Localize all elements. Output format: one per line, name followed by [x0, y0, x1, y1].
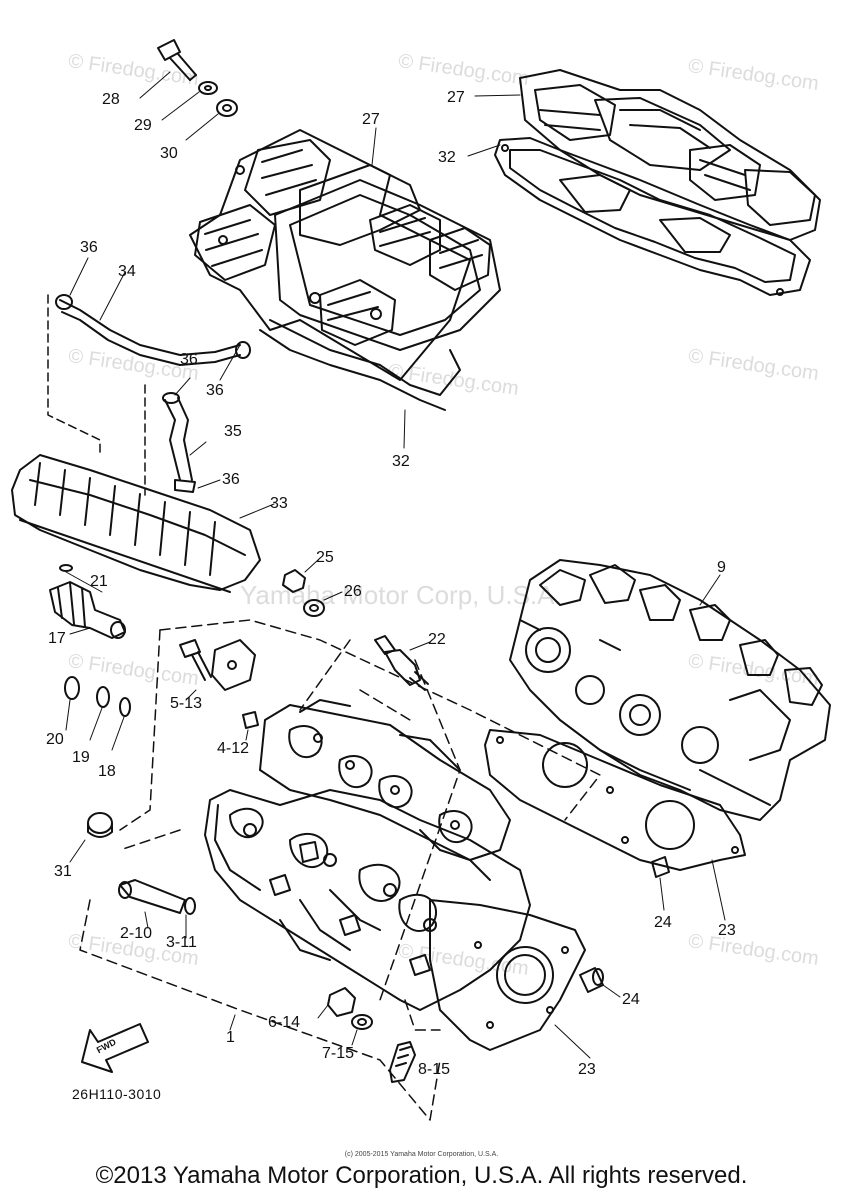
part-label-35: 35 — [224, 423, 242, 440]
o-ring-18 — [119, 697, 131, 717]
exploded-view-drawing — [11, 39, 831, 1121]
cylinder-head-cover-left — [189, 129, 501, 411]
plug-6-14 — [327, 987, 356, 1017]
washer-30 — [216, 99, 238, 117]
part-label-33: 33 — [270, 495, 288, 512]
part-label-17: 17 — [48, 630, 66, 647]
head-cover-gasket-right — [494, 137, 811, 296]
part-label-24: 24 — [622, 991, 640, 1008]
part-label-19: 19 — [72, 749, 90, 766]
fwd-arrow-icon — [81, 1023, 149, 1073]
breather-cover-33 — [11, 454, 261, 593]
breather-hose-34 — [55, 294, 251, 366]
drawing-code: 26H110-3010 — [72, 1086, 162, 1102]
part-label-22: 22 — [428, 631, 446, 648]
valve-guide-2-10 — [118, 879, 186, 914]
part-label-36: 36 — [180, 351, 198, 368]
part-label-24: 24 — [654, 914, 672, 931]
cylinder-head-rear — [259, 699, 511, 861]
part-label-25: 25 — [316, 549, 334, 566]
part-label-21: 21 — [90, 573, 108, 590]
plug-31 — [87, 812, 113, 838]
clip-3-11 — [184, 897, 196, 915]
part-label-32: 32 — [438, 149, 456, 166]
part-label-9: 9 — [717, 559, 726, 576]
washer-26 — [303, 599, 325, 617]
watermark-yamaha: Yamaha Motor Corp, U.S.A. — [240, 580, 562, 610]
part-label-1: 1 — [226, 1029, 235, 1046]
cylinder-head-cover-right — [519, 69, 821, 241]
breather-hose-35 — [162, 392, 196, 493]
small-copyright: (c) 2005-2015 Yamaha Motor Corporation, … — [344, 1151, 499, 1158]
dowel-pin-24b — [579, 967, 604, 993]
spark-plug-22 — [374, 635, 429, 691]
part-label-5-13: 5-13 — [170, 695, 203, 712]
o-ring-20 — [64, 676, 80, 700]
part-label-36: 36 — [206, 382, 224, 399]
cam-cap — [211, 639, 256, 691]
part-label-26: 26 — [344, 583, 362, 600]
plug-17 — [49, 581, 126, 639]
copyright-footer: ©2013 Yamaha Motor Corporation, U.S.A. A… — [95, 1162, 748, 1189]
head-flange — [429, 899, 586, 1051]
part-label-7-15: 7-15 — [322, 1045, 355, 1062]
gasket-7-15 — [351, 1014, 373, 1030]
cylinder-head-front — [204, 789, 531, 1011]
dowel-4-12 — [242, 711, 259, 729]
part-label-27: 27 — [362, 111, 380, 128]
part-label-2-10: 2-10 — [120, 925, 153, 942]
part-label-31: 31 — [54, 863, 72, 880]
o-ring-21 — [59, 564, 73, 572]
part-label-20: 20 — [46, 731, 64, 748]
part-label-23: 23 — [578, 1061, 596, 1078]
stud-bolt-8-15 — [389, 1041, 416, 1083]
part-label-36: 36 — [80, 239, 98, 256]
cylinder-head-gasket-23 — [484, 729, 746, 871]
part-label-23: 23 — [718, 922, 736, 939]
nut-25 — [282, 569, 306, 593]
part-label-34: 34 — [118, 263, 136, 280]
part-label-30: 30 — [160, 145, 178, 162]
part-label-28: 28 — [102, 91, 120, 108]
bolt-28 — [157, 39, 197, 81]
o-ring-19 — [96, 686, 110, 708]
part-label-36: 36 — [222, 471, 240, 488]
part-label-4-12: 4-12 — [217, 740, 250, 757]
part-label-32: 32 — [392, 453, 410, 470]
part-label-3-11: 3-11 — [166, 934, 197, 951]
washer-29 — [198, 81, 218, 95]
part-label-6-14: 6-14 — [268, 1014, 301, 1031]
dowel-pin-24 — [651, 856, 670, 878]
part-label-18: 18 — [98, 763, 116, 780]
part-label-27: 27 — [447, 89, 465, 106]
part-label-8-15: 8-15 — [418, 1061, 451, 1078]
cylinder-head-assembly-9 — [509, 559, 831, 821]
part-label-29: 29 — [134, 117, 152, 134]
bolt-5-13 — [179, 639, 212, 681]
